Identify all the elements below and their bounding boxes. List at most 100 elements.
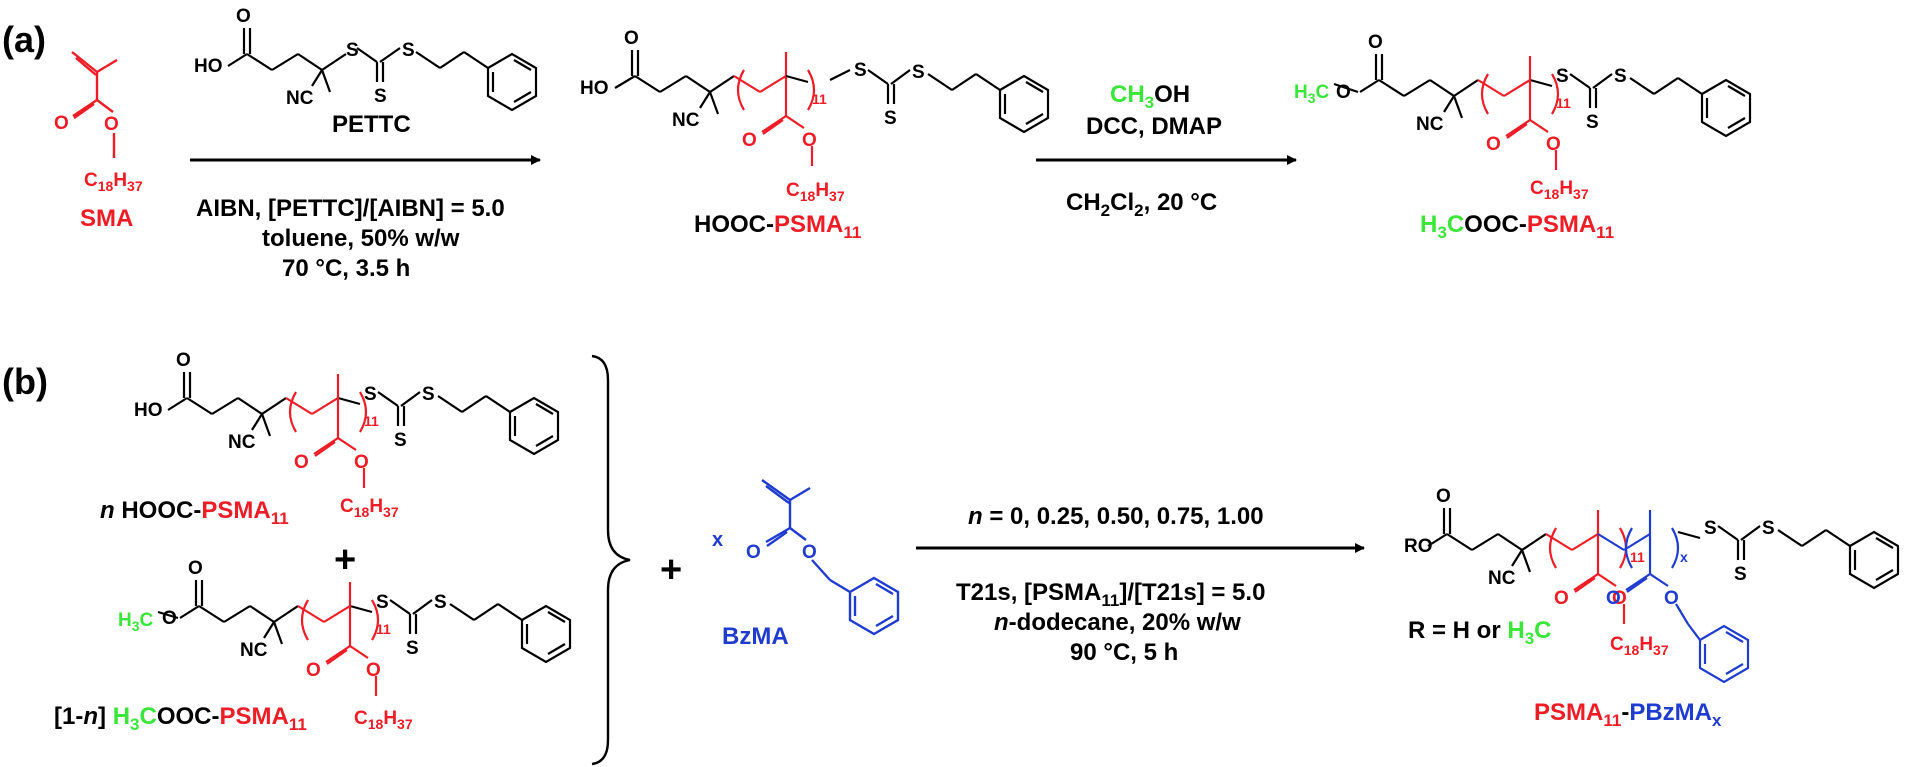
svg-text:O: O bbox=[104, 114, 119, 135]
b-h3cooc-psma-structure bbox=[157, 580, 572, 696]
svg-text:C18H37: C18H37 bbox=[340, 496, 399, 520]
svg-text:O: O bbox=[1546, 134, 1561, 155]
svg-text:O: O bbox=[1486, 134, 1501, 155]
arrow1-cond-3: 70 °C, 3.5 h bbox=[282, 255, 410, 282]
svg-text:S: S bbox=[912, 62, 925, 83]
svg-text:S: S bbox=[1614, 66, 1627, 87]
svg-text:O: O bbox=[624, 28, 639, 49]
svg-text:S: S bbox=[854, 60, 867, 81]
svg-text:C18H37: C18H37 bbox=[786, 180, 845, 204]
arrow2-reagent-1: CH3OH bbox=[1110, 81, 1190, 112]
svg-text:S: S bbox=[434, 592, 447, 613]
svg-text:S: S bbox=[1762, 518, 1775, 539]
b-plus-2: + bbox=[660, 549, 682, 591]
arrow3-cond-4: 90 °C, 5 h bbox=[1070, 639, 1178, 666]
b-h3cooc-psma-label: [1-n] H3COOC-PSMA11 bbox=[54, 703, 307, 734]
panel-b-label: (b) bbox=[2, 361, 48, 402]
svg-text:O: O bbox=[294, 452, 309, 473]
svg-text:O: O bbox=[354, 452, 369, 473]
hooc-psma-structure bbox=[614, 50, 1050, 166]
svg-text:O: O bbox=[802, 130, 817, 151]
svg-text:HO: HO bbox=[134, 400, 163, 421]
svg-text:S: S bbox=[374, 86, 387, 107]
svg-text:O: O bbox=[1436, 486, 1451, 507]
svg-text:NC: NC bbox=[286, 88, 314, 109]
arrow3-cond-2: T21s, [PSMA11]/[T21s] = 5.0 bbox=[956, 579, 1265, 610]
svg-text:O: O bbox=[1664, 588, 1679, 609]
svg-text:NC: NC bbox=[1416, 114, 1444, 135]
svg-text:O: O bbox=[802, 542, 817, 563]
bzma-x: x bbox=[712, 529, 723, 551]
svg-text:S: S bbox=[364, 384, 377, 405]
svg-text:11: 11 bbox=[1630, 549, 1645, 565]
arrow3-cond-1: n = 0, 0.25, 0.50, 0.75, 1.00 bbox=[968, 503, 1264, 530]
svg-text:S: S bbox=[884, 108, 897, 129]
arrow1-cond-2: toluene, 50% w/w bbox=[262, 225, 460, 252]
svg-text:S: S bbox=[1734, 564, 1747, 585]
svg-text:O: O bbox=[742, 130, 757, 151]
svg-text:O: O bbox=[1554, 588, 1569, 609]
svg-text:S: S bbox=[422, 384, 435, 405]
product-label: PSMA11-PBzMAx bbox=[1534, 699, 1722, 730]
svg-text:O: O bbox=[188, 558, 203, 579]
h3cooc-psma-structure bbox=[1333, 54, 1752, 170]
svg-text:S: S bbox=[402, 40, 415, 61]
sma-chain: C18H37 bbox=[84, 170, 143, 194]
svg-text:O: O bbox=[1612, 588, 1627, 609]
svg-text:S: S bbox=[376, 592, 389, 613]
svg-text:O: O bbox=[236, 6, 251, 27]
svg-text:O: O bbox=[176, 350, 191, 371]
svg-text:S: S bbox=[394, 430, 407, 451]
svg-text:S: S bbox=[1556, 66, 1569, 87]
sma-structure bbox=[71, 51, 118, 158]
svg-text:S: S bbox=[406, 638, 419, 659]
svg-text:x: x bbox=[1680, 549, 1688, 565]
svg-text:11: 11 bbox=[364, 413, 379, 429]
svg-text:11: 11 bbox=[1556, 95, 1571, 111]
pettc-structure bbox=[227, 28, 538, 112]
bzma-structure bbox=[761, 479, 900, 636]
b-hooc-psma-label: n HOOC-PSMA11 bbox=[100, 497, 289, 528]
svg-text:HO: HO bbox=[194, 56, 223, 77]
b-plus-1: + bbox=[334, 539, 356, 581]
svg-text:HO: HO bbox=[580, 78, 609, 99]
mixture-brace bbox=[591, 354, 631, 766]
svg-text:NC: NC bbox=[1488, 568, 1516, 589]
svg-text:C18H37: C18H37 bbox=[1530, 178, 1589, 202]
svg-text:O: O bbox=[1368, 32, 1383, 53]
svg-text:O: O bbox=[54, 113, 69, 134]
svg-text:O: O bbox=[1606, 588, 1621, 609]
r-group-label: R = H or H3C bbox=[1408, 617, 1552, 648]
product-structure bbox=[1427, 508, 1900, 684]
svg-text:NC: NC bbox=[672, 110, 700, 131]
svg-text:O: O bbox=[162, 608, 177, 629]
svg-text:H3C: H3C bbox=[1294, 82, 1330, 106]
svg-text:O: O bbox=[746, 542, 761, 563]
svg-text:11: 11 bbox=[812, 91, 827, 107]
svg-text:C18H37: C18H37 bbox=[354, 708, 413, 732]
bzma-label: BzMA bbox=[722, 623, 789, 650]
svg-text:O: O bbox=[1336, 82, 1351, 103]
sma-label: SMA bbox=[80, 205, 133, 232]
svg-text:S: S bbox=[346, 40, 359, 61]
b-hooc-psma-structure bbox=[167, 372, 560, 488]
svg-text:S: S bbox=[1586, 112, 1599, 133]
arrow2-reagent-2: DCC, DMAP bbox=[1086, 113, 1222, 140]
svg-text:O: O bbox=[366, 660, 381, 681]
svg-text:11: 11 bbox=[376, 621, 391, 637]
h3cooc-psma-label: H3COOC-PSMA11 bbox=[1420, 211, 1614, 242]
svg-text:NC: NC bbox=[228, 432, 256, 453]
arrow1-cond-1: AIBN, [PETTC]/[AIBN] = 5.0 bbox=[196, 195, 505, 222]
hooc-psma-label: HOOC-PSMA11 bbox=[694, 211, 861, 242]
svg-text:C18H37: C18H37 bbox=[1610, 634, 1669, 658]
svg-text:NC: NC bbox=[240, 640, 268, 661]
arrow3-cond-3: n-dodecane, 20% w/w bbox=[994, 609, 1241, 636]
arrow2-cond: CH2Cl2, 20 °C bbox=[1066, 189, 1217, 220]
svg-text:H3C: H3C bbox=[118, 610, 154, 634]
svg-text:O: O bbox=[306, 660, 321, 681]
svg-text:S: S bbox=[1704, 518, 1717, 539]
pettc-label: PETTC bbox=[332, 111, 411, 138]
panel-a-label: (a) bbox=[2, 19, 46, 60]
svg-text:RO: RO bbox=[1404, 536, 1433, 557]
